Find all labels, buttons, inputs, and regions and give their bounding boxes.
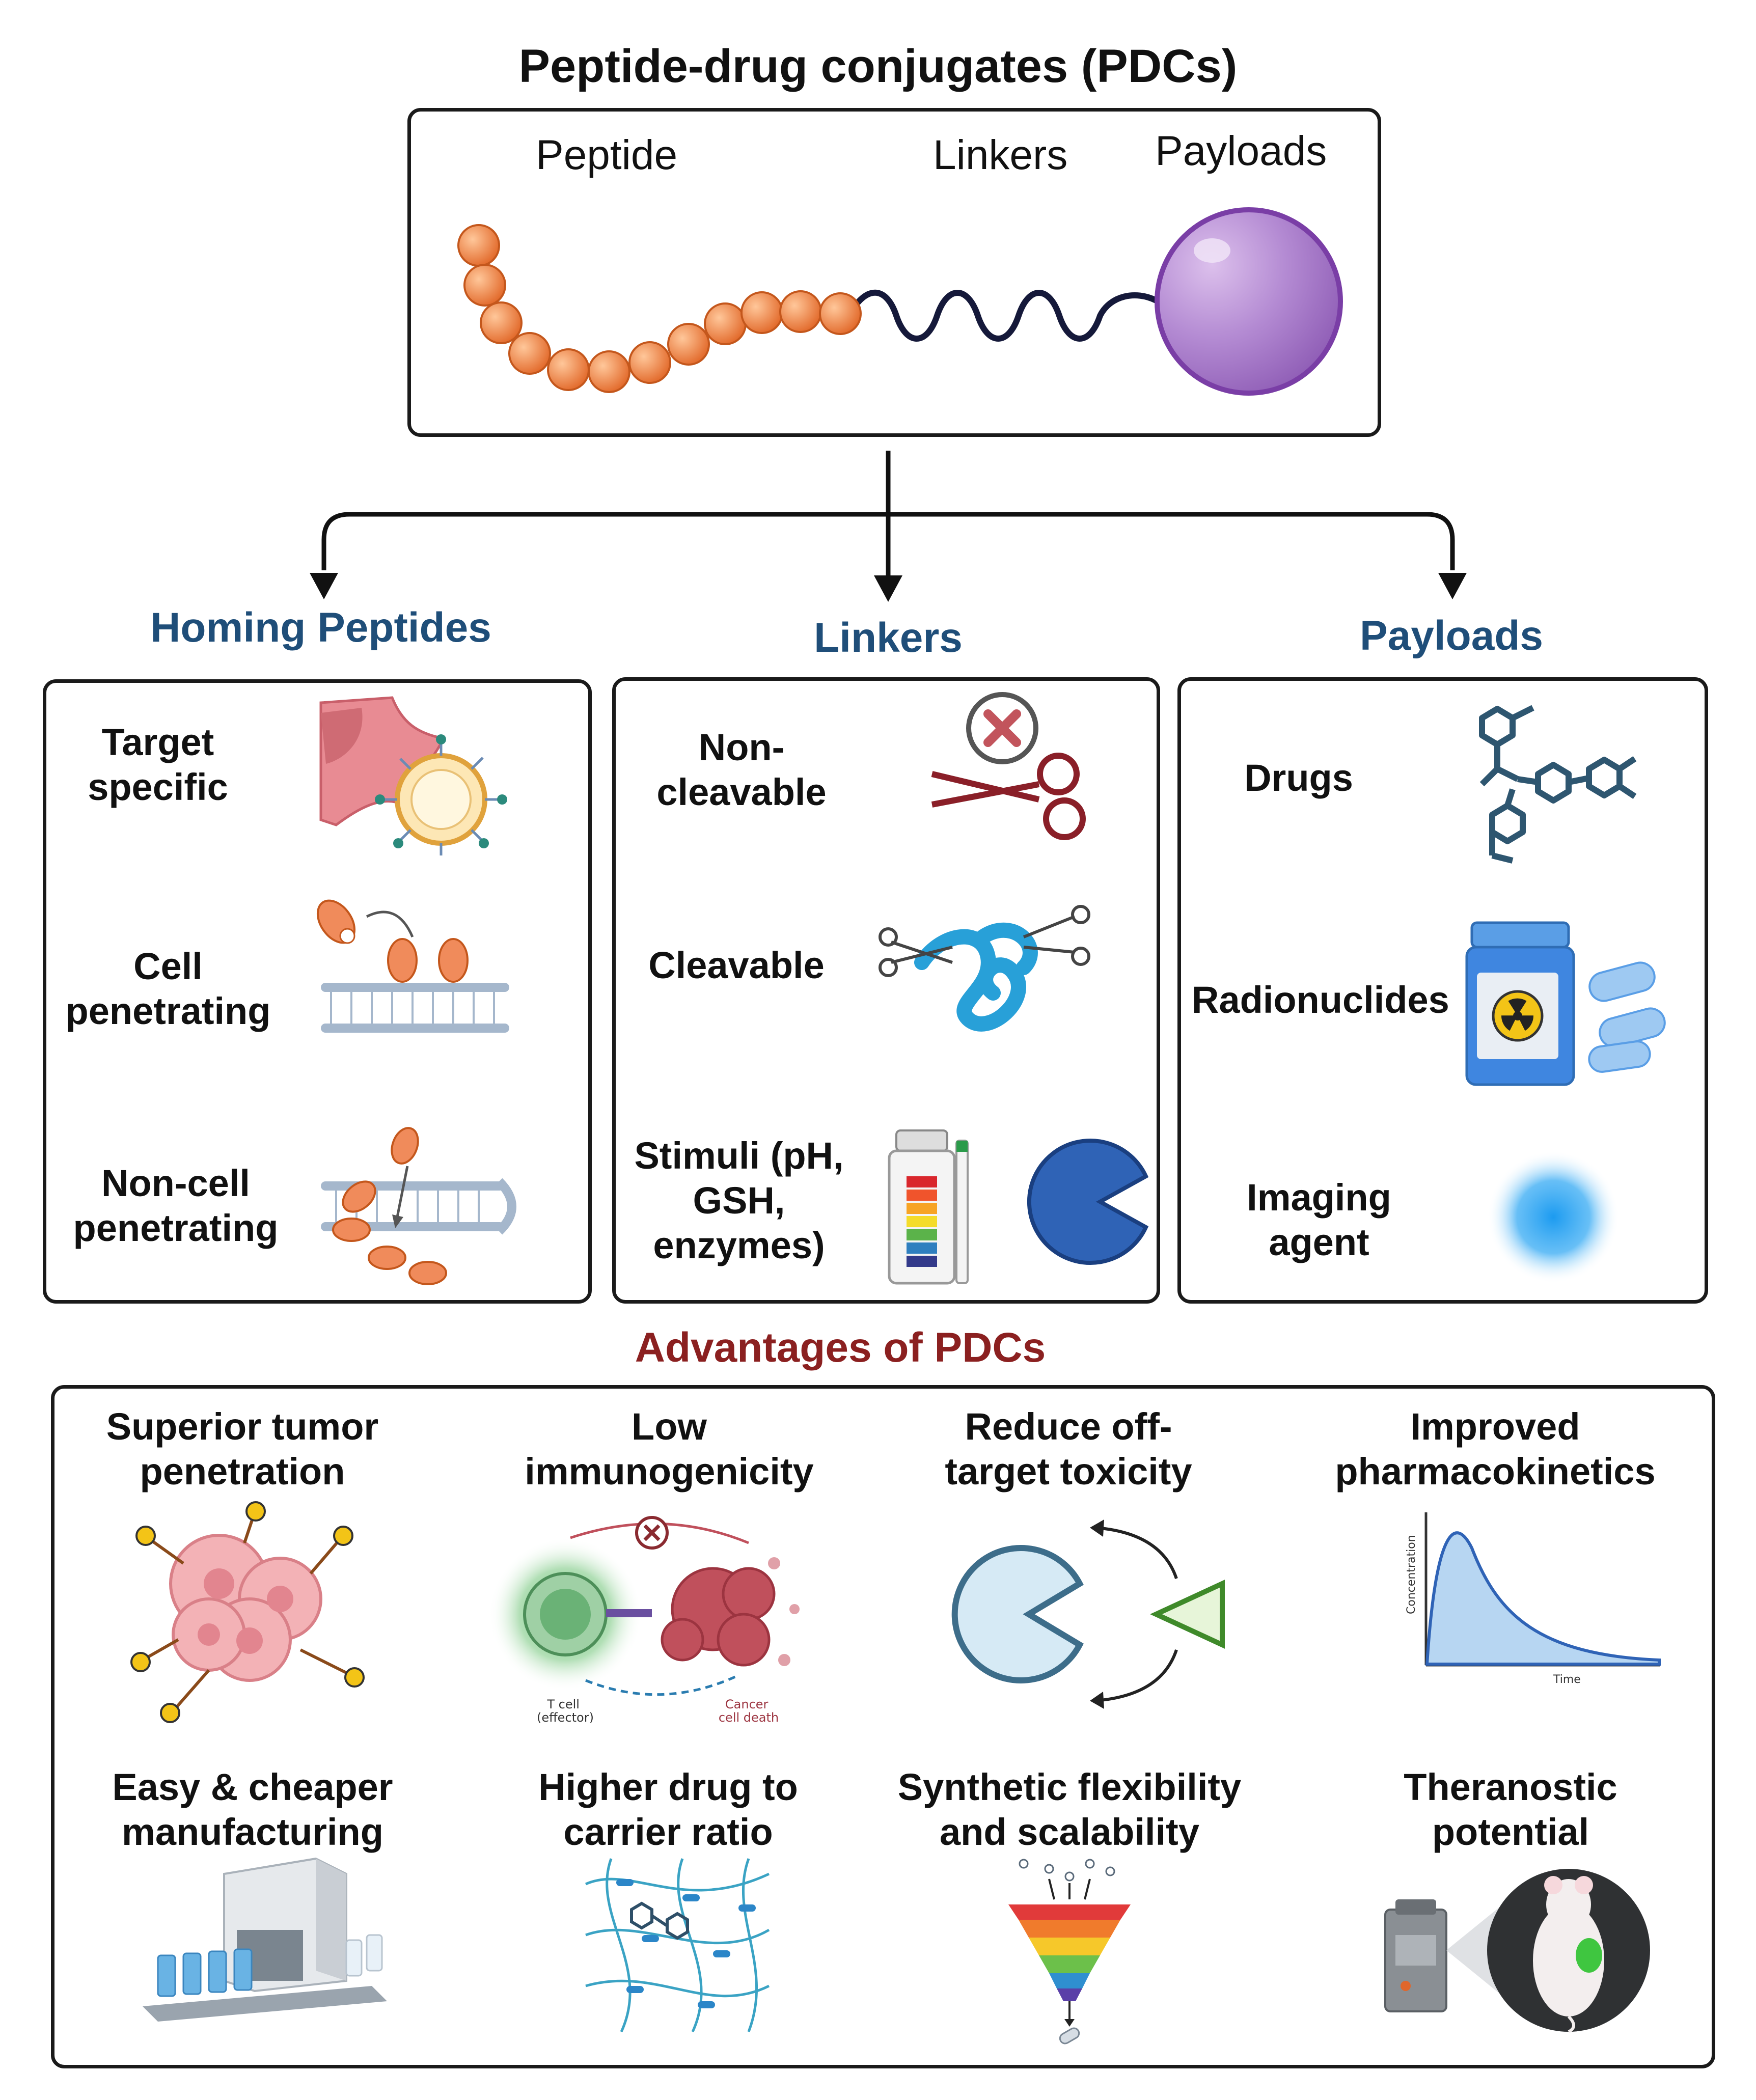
payload-item-label: Radionuclides — [1192, 979, 1449, 1021]
payload-item-label: Drugs — [1244, 757, 1353, 799]
advantage-label: Reduce off- target toxicity — [945, 1405, 1192, 1493]
linkers-title: Linkers — [814, 615, 963, 661]
advantage-label: Superior tumor penetration — [106, 1405, 379, 1493]
tcell-label-line2: (effector) — [537, 1710, 594, 1725]
drug-network-icon — [585, 1858, 770, 2033]
rainbow-funnel-icon — [1008, 1859, 1131, 2044]
radioactive-bottle-icon — [1465, 921, 1666, 1086]
pk-ylabel: Concentration — [1405, 1535, 1418, 1614]
payload-sphere — [1155, 207, 1343, 396]
payload-item-label: Imaging agent — [1247, 1176, 1391, 1263]
main-title: Peptide-drug conjugates (PDCs) — [518, 40, 1238, 92]
svg-text:T cell (effector): T cell (effector) — [537, 1697, 594, 1725]
ph-strip-enzyme-icon — [888, 1129, 1149, 1285]
advantage-label: Synthetic flexibility and scalability — [897, 1766, 1242, 1853]
linker-spring — [846, 289, 1158, 342]
pacman-target-icon — [951, 1519, 1225, 1709]
imaging-mouse-icon — [1384, 1869, 1650, 2033]
advantage-label: Improved pharmacokinetics — [1335, 1405, 1656, 1493]
svg-text:Cancer cell death: Cancer cell death — [719, 1697, 779, 1725]
advantages-title: Advantages of PDCs — [635, 1324, 1046, 1371]
scissors-cutting-strand-icon — [879, 905, 1090, 1032]
payloads-label: Payloads — [1155, 128, 1327, 174]
advantage-label: Low immunogenicity — [525, 1405, 814, 1493]
cancer-label-line1: Cancer — [725, 1697, 769, 1711]
pdc-structure-illustration — [310, 207, 1467, 602]
homing-item-label: Target specific — [88, 721, 228, 808]
manufacturing-machine-icon — [143, 1857, 387, 2022]
linker-item-label: Cleavable — [648, 944, 825, 986]
tumor-cluster-icon — [130, 1501, 365, 1723]
homing-item-label: Cell penetrating — [65, 945, 271, 1032]
peptide-beads — [457, 224, 862, 393]
linker-item-label: Stimuli (pH, GSH, enzymes) — [634, 1135, 844, 1266]
membrane-bounce-icon — [321, 1127, 516, 1285]
tcell-label-line1: T cell — [546, 1697, 580, 1711]
advantage-label: Theranostic potential — [1404, 1766, 1617, 1853]
linker-item-label: Non- cleavable — [656, 726, 827, 813]
payloads-title: Payloads — [1359, 613, 1544, 659]
molecule-structure-icon — [1479, 705, 1637, 864]
pk-xlabel: Time — [1553, 1673, 1581, 1686]
linkers-label: Linkers — [933, 132, 1068, 178]
peptide-label: Peptide — [536, 132, 678, 178]
crossed-scissors-icon — [931, 692, 1086, 840]
homing-item-label: Non-cell penetrating — [73, 1162, 279, 1249]
advantage-label: Easy & cheaper manufacturing — [112, 1766, 393, 1853]
advantage-label: Higher drug to carrier ratio — [538, 1766, 798, 1853]
cell-targeting-nanoparticle-icon — [319, 696, 507, 855]
homing-peptides-title: Homing Peptides — [150, 604, 491, 651]
branch-arrows — [321, 451, 1455, 583]
tcell-cancer-icon: T cell (effector) Cancer cell death — [489, 1516, 800, 1725]
cancer-label-line2: cell death — [719, 1710, 779, 1725]
membrane-penetration-icon — [316, 899, 509, 1033]
glowing-dot-icon — [1487, 1151, 1620, 1283]
concentration-time-curve-icon: Concentration Time — [1405, 1512, 1661, 1686]
